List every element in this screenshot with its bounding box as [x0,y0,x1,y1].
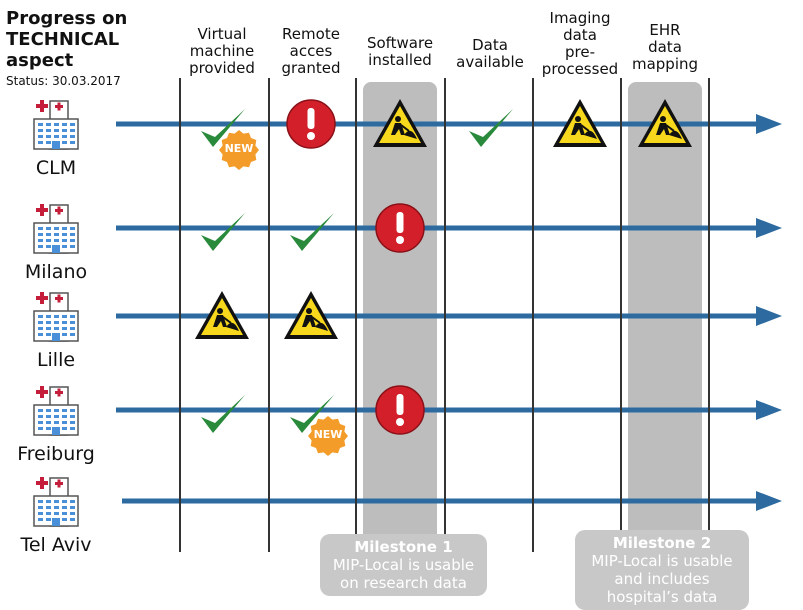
column-divider [179,78,181,552]
construction-warning-icon [636,95,694,153]
milestone-2-box: Milestone 2 MIP-Local is usable and incl… [575,530,749,610]
arrowhead-icon [756,218,782,238]
title-block: Progress on TECHNICAL aspect Status: 30.… [6,8,146,88]
column-divider [532,78,534,552]
column-header: EHR data mapping [631,21,699,73]
column-header: Data available [456,36,524,71]
construction-warning-icon [371,95,429,153]
milestone-2-title: Milestone 2 [612,534,712,552]
page-title: Progress on TECHNICAL aspect [6,8,128,71]
alert-icon [282,95,340,153]
hospital-icon [30,385,82,437]
arrowhead-icon [756,400,782,420]
column-divider [355,78,357,552]
hospital-icon [30,203,82,255]
new-badge-label: NEW [313,428,343,441]
status-date: Status: 30.03.2017 [6,74,121,88]
new-badge-label: NEW [224,142,254,155]
check-icon [282,205,340,263]
check-icon [461,101,519,159]
arrowhead-icon [756,491,782,511]
milestone-1-title: Milestone 1 [354,538,453,556]
new-badge-icon: NEW [307,415,349,457]
milestone-2-text: MIP-Local is usable and includes hospita… [591,552,733,606]
column-divider [268,78,270,552]
column-header: Virtual machine provided [189,25,255,77]
new-badge-icon: NEW [218,129,260,171]
column-header: Software installed [366,34,434,69]
hospital-icon [30,476,82,528]
construction-warning-icon [282,287,340,345]
site-name: Tel Aviv [20,534,92,556]
hospital-icon [30,99,82,151]
column-divider [708,78,710,552]
alert-icon [371,199,429,257]
column-divider [620,78,622,552]
milestone-1-text: MIP-Local is usable on research data [332,556,475,592]
site-name: CLM [35,157,77,179]
arrowhead-icon [756,114,782,134]
check-icon [193,101,251,159]
alert-icon [371,381,429,439]
check-icon [193,387,251,445]
milestone-1-box: Milestone 1 MIP-Local is usable on resea… [320,534,487,596]
arrowhead-icon [756,306,782,326]
column-header: Imaging data pre- processed [541,9,619,78]
construction-warning-icon [193,287,251,345]
construction-warning-icon [551,95,609,153]
hospital-icon [30,291,82,343]
check-icon [193,205,251,263]
check-icon [282,387,340,445]
column-header: Remote acces granted [281,25,341,77]
site-name: Milano [24,261,88,283]
column-divider [444,78,446,552]
site-name: Lille [36,349,76,371]
site-name: Freiburg [17,443,95,465]
